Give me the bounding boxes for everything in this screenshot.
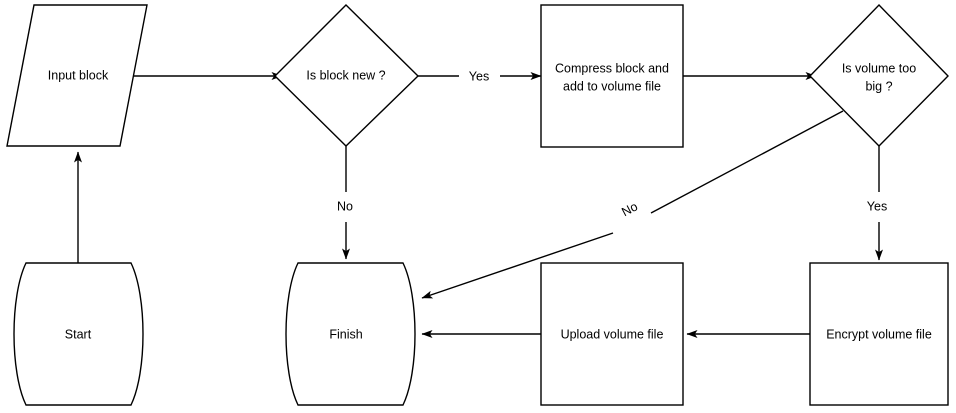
node-label-compress-block-line1: Compress block and <box>555 61 669 75</box>
edge-label-yes-is-block-new: Yes <box>469 69 489 83</box>
node-upload-volume-file[interactable]: Upload volume file <box>540 262 684 406</box>
node-label-upload-volume-file: Upload volume file <box>561 327 664 341</box>
node-finish[interactable]: Finish <box>285 262 416 406</box>
node-label-is-volume-too-big-line2: big ? <box>865 79 892 93</box>
edge-is-volume-too-big-no-to-finish: No <box>421 110 844 299</box>
node-label-start: Start <box>65 327 92 341</box>
edge-label-no-is-block-new: No <box>337 199 353 213</box>
node-label-input-block: Input block <box>48 68 109 82</box>
node-start[interactable]: Start <box>13 262 144 406</box>
edge-is-block-new-no-to-finish: No <box>337 146 353 260</box>
edge-label-no-is-volume-too-big: No <box>619 199 640 219</box>
node-label-encrypt-volume-file: Encrypt volume file <box>826 327 932 341</box>
edge-is-volume-too-big-yes-to-encrypt-volume-file: Yes <box>867 146 887 261</box>
node-encrypt-volume-file[interactable]: Encrypt volume file <box>809 262 949 406</box>
node-is-volume-too-big[interactable]: Is volume too big ? <box>809 3 949 147</box>
edge-is-block-new-yes-to-compress-block: Yes <box>418 69 542 83</box>
node-label-is-volume-too-big-line1: Is volume too <box>842 61 916 75</box>
edge-label-yes-is-volume-too-big: Yes <box>867 199 887 213</box>
node-label-compress-block-line2: add to volume file <box>563 79 661 93</box>
node-compress-block[interactable]: Compress block and add to volume file <box>540 4 684 148</box>
node-input-block[interactable]: Input block <box>6 4 148 147</box>
node-label-is-block-new: Is block new ? <box>306 68 385 82</box>
node-label-finish: Finish <box>329 327 362 341</box>
node-is-block-new[interactable]: Is block new ? <box>274 4 420 147</box>
